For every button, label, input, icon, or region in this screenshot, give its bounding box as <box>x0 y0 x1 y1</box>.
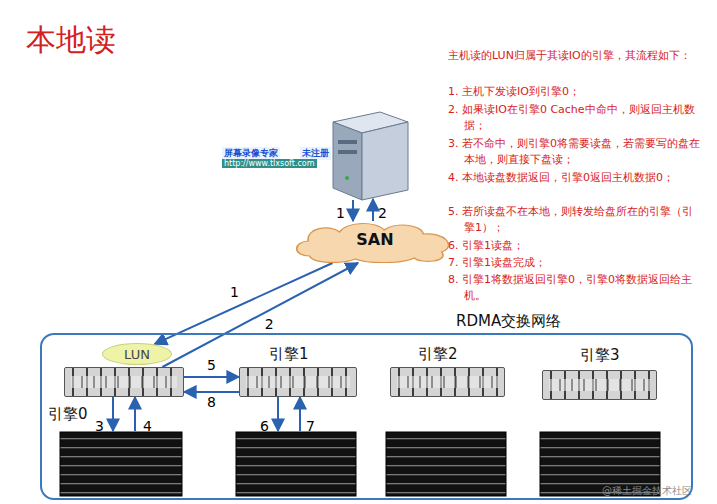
step-text: 8. 引擎1将数据返回引擎0，引擎0将数据返回给主机。 <box>448 272 700 304</box>
engine-node: 引擎2 <box>390 367 505 397</box>
watermark: @稀土掘金技术社区 <box>602 484 692 498</box>
engine-node: 引擎0 <box>64 367 184 397</box>
callout-number: 3 <box>95 418 104 434</box>
engine-node: 引擎1 <box>239 367 357 397</box>
rdma-region: RDMA交换网络LUN引擎0引擎1引擎2引擎3 <box>40 333 693 500</box>
callout-number: 4 <box>143 418 152 434</box>
connector <box>162 263 358 367</box>
disk-arrow <box>277 396 279 431</box>
connector <box>184 376 239 378</box>
engine-node: 引擎3 <box>542 370 657 400</box>
connector <box>184 391 239 393</box>
io-arrow <box>372 199 374 221</box>
callout-number: 1 <box>336 205 345 221</box>
slide-title: 本地读 <box>26 20 116 61</box>
step-text: 5. 若所读盘不在本地，则转发给盘所在的引擎（引擎1）； <box>448 204 700 236</box>
step-text: 6. 引擎1读盘； <box>448 238 700 254</box>
step-text: 2. 如果读IO在引擎0 Cache中命中，则返回主机数据； <box>448 102 700 134</box>
region-heading: RDMA交换网络 <box>456 312 561 331</box>
server-icon <box>333 112 408 200</box>
node-text: LUN <box>103 347 171 362</box>
engine-chassis <box>542 370 657 400</box>
callout-number: 5 <box>206 358 217 373</box>
io-arrow <box>352 200 354 221</box>
engine-label: 引擎0 <box>48 405 88 424</box>
watermark: http://www.tlxsoft.com <box>222 159 317 168</box>
callout-number: 2 <box>264 317 275 332</box>
disk-arrow <box>299 397 301 431</box>
san-cloud: SAN <box>290 218 460 263</box>
engine-chassis <box>390 367 505 397</box>
engine-label: 引擎1 <box>269 345 309 364</box>
node-text: SAN <box>290 230 460 249</box>
callout-number: 6 <box>260 418 269 434</box>
disk-arrow <box>112 396 114 431</box>
engine-chassis <box>239 367 357 397</box>
note-heading: 主机读的LUN归属于其读IO的引擎，其流程如下： <box>448 48 710 64</box>
engine-chassis <box>64 367 184 397</box>
connector <box>155 263 333 344</box>
lun-label: LUN <box>102 343 172 365</box>
engine-label: 引擎2 <box>418 345 458 364</box>
step-text: 7. 引擎1读盘完成； <box>448 255 700 271</box>
callout-number: 2 <box>378 205 387 221</box>
disk-arrow <box>134 397 136 431</box>
callout-number: 1 <box>229 285 240 300</box>
step-text: 4. 本地读盘数据返回，引擎0返回主机数据0； <box>448 170 700 186</box>
step-text: 3. 若不命中，则引擎0将需要读盘，若需要写的盘在本地，则直接下盘读； <box>448 136 700 168</box>
engine-label: 引擎3 <box>580 346 620 365</box>
callout-number: 7 <box>306 418 315 434</box>
disk-array <box>60 432 660 496</box>
step-text: 1. 主机下发读IO到引擎0； <box>448 84 700 100</box>
callout-number: 8 <box>206 395 217 410</box>
